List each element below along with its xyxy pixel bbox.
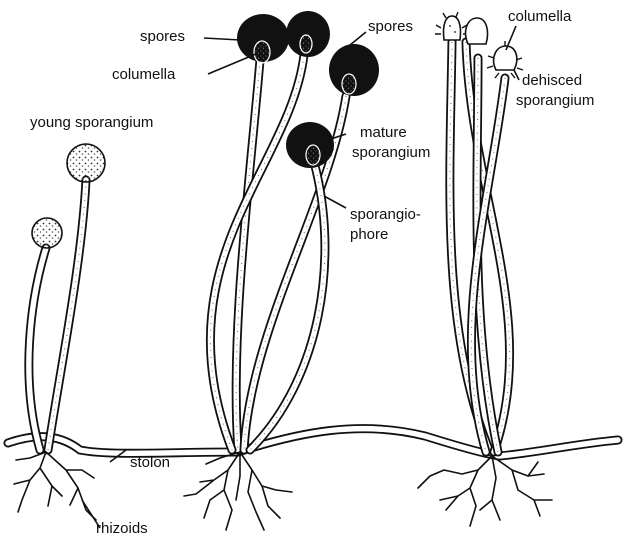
columella-dehisced-1 (435, 12, 469, 40)
mature-sporangium-2 (286, 11, 330, 57)
label-young-sporangium: young sporangium (30, 114, 153, 131)
mature-sporangium-3 (329, 44, 379, 96)
leader-spores-left (204, 38, 240, 40)
leader-dehisced (514, 70, 519, 80)
rhizoids-left (14, 452, 96, 520)
young-sporangiophore-left (29, 248, 46, 450)
columella-dehisced-2 (466, 18, 488, 44)
columella-dehisced-3 (487, 41, 523, 78)
label-dehisced-line2: sporangium (516, 92, 594, 109)
rhizoids-right (418, 456, 552, 526)
label-columella-left: columella (112, 66, 175, 83)
leader-columella-left (208, 54, 256, 74)
leader-sporangiophore (324, 196, 346, 208)
label-dehisced-line1: dehisced (522, 72, 582, 89)
stolon (8, 429, 618, 456)
label-mature-line1: mature (360, 124, 407, 141)
mature-sporangium-1 (237, 14, 289, 63)
label-sporangiophore-line2: phore (350, 226, 388, 243)
young-sporangium-large (67, 144, 105, 182)
label-spores-mid: spores (368, 18, 413, 35)
label-sporangiophore-line1: sporangio- (350, 206, 421, 223)
label-mature-line2: sporangium (352, 144, 430, 161)
rhizoids-middle (184, 452, 292, 530)
mature-sporangium-4 (286, 122, 334, 168)
label-stolon: stolon (130, 454, 170, 471)
young-sporangium-small (32, 218, 62, 248)
label-columella-right: columella (508, 8, 571, 25)
label-spores-left: spores (140, 28, 185, 45)
label-rhizoids: rhizoids (96, 520, 148, 537)
